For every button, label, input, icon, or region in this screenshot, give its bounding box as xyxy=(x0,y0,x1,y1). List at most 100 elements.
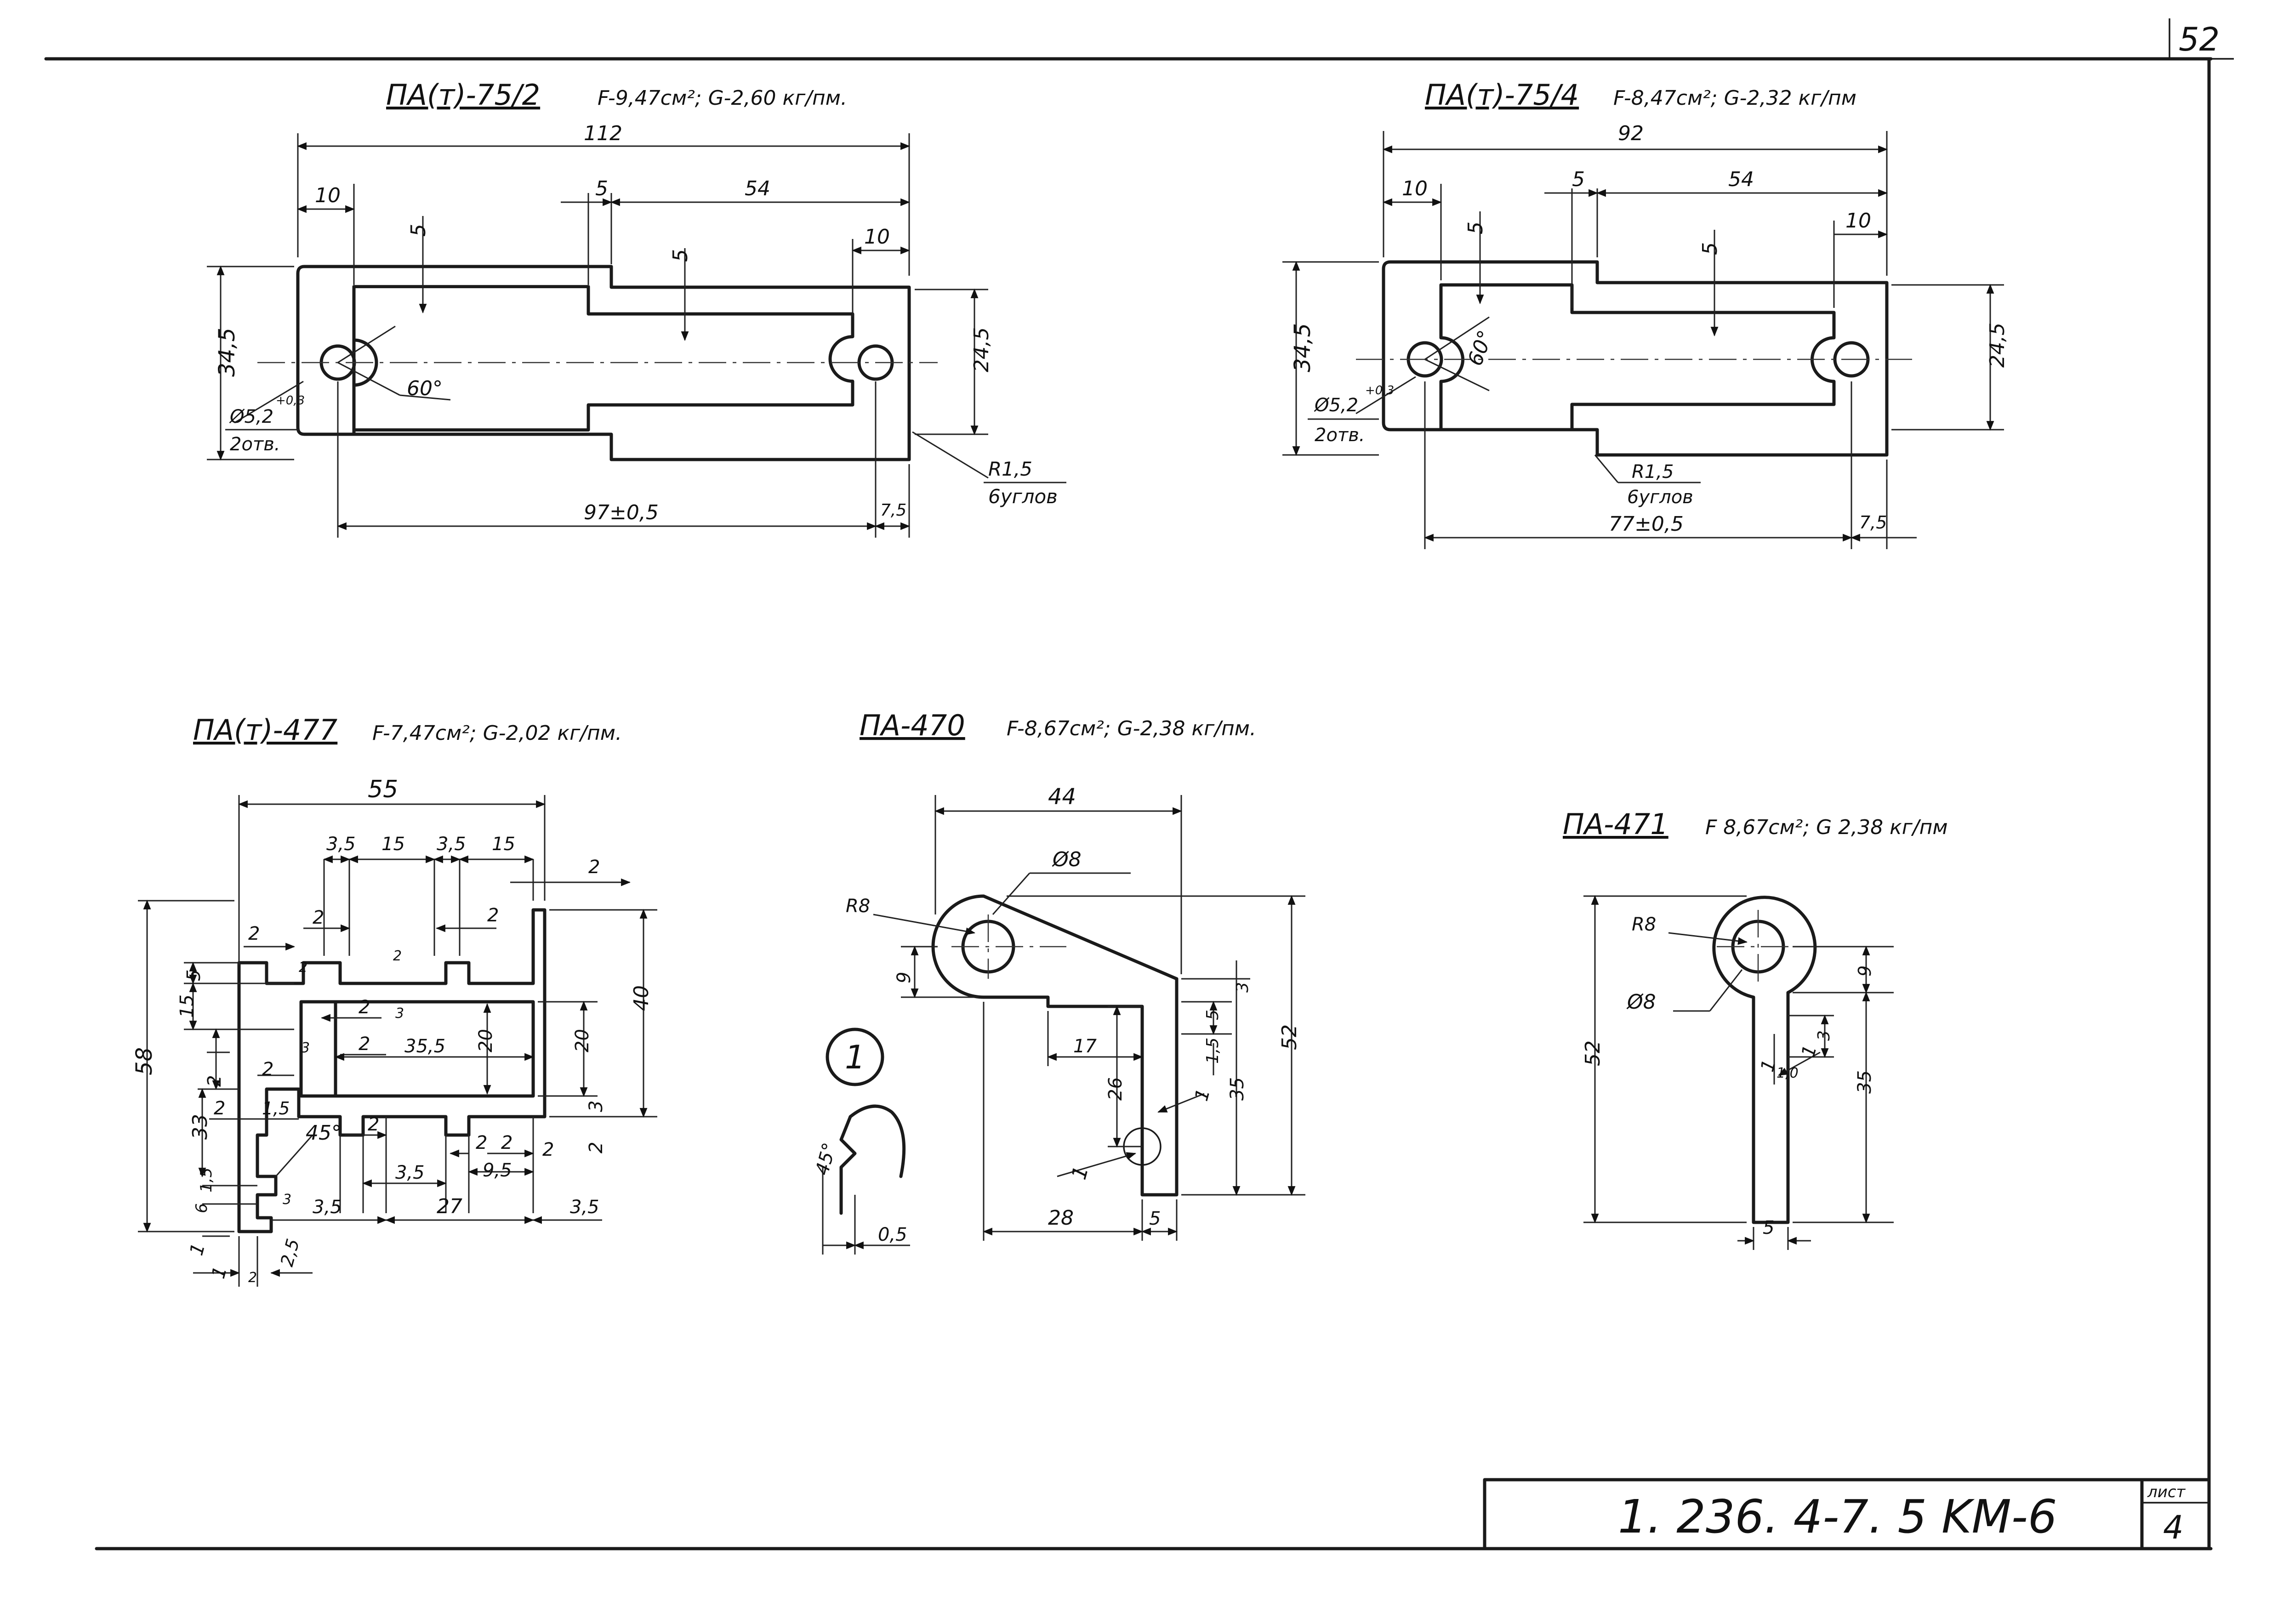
svg-text:5: 5 xyxy=(1763,1217,1774,1238)
svg-text:2: 2 xyxy=(542,1139,554,1160)
svg-text:3,5: 3,5 xyxy=(313,1197,342,1218)
svg-text:52: 52 xyxy=(1581,1040,1605,1066)
profile-pa-470: ПА-470 F-8,67см²; G-2,38 кг/пм. 44 R8 Ø8… xyxy=(812,709,1305,1255)
svg-text:55: 55 xyxy=(368,776,398,803)
svg-text:2отв.: 2отв. xyxy=(1315,425,1365,446)
svg-text:20: 20 xyxy=(572,1029,593,1052)
svg-text:2отв.: 2отв. xyxy=(230,434,280,455)
profile-pa-471: ПА-471 F 8,67см²; G 2,38 кг/пм R8 Ø8 52 … xyxy=(1563,807,1948,1250)
outer-contour xyxy=(1382,260,1889,457)
svg-text:17: 17 xyxy=(1073,1036,1097,1057)
svg-text:5: 5 xyxy=(407,224,430,237)
svg-text:2: 2 xyxy=(262,1059,273,1080)
profile-pa-477: ПА(т)-477 F-7,47см²; G-2,02 кг/пм. 55 3,… xyxy=(131,713,657,1287)
svg-text:1,0: 1,0 xyxy=(1777,1065,1799,1081)
profile-title: ПА-470 xyxy=(860,709,965,742)
svg-text:44: 44 xyxy=(1048,784,1076,810)
svg-text:+0,3: +0,3 xyxy=(276,394,305,408)
svg-text:5: 5 xyxy=(1203,1010,1222,1020)
svg-text:15: 15 xyxy=(382,834,405,855)
svg-text:5: 5 xyxy=(1572,168,1585,191)
svg-text:97±0,5: 97±0,5 xyxy=(584,501,659,524)
svg-text:2,5: 2,5 xyxy=(277,1237,303,1269)
svg-text:7,5: 7,5 xyxy=(1859,512,1887,533)
svg-text:Ø8: Ø8 xyxy=(1052,848,1082,871)
svg-text:2: 2 xyxy=(368,1114,379,1135)
svg-text:24,5: 24,5 xyxy=(970,327,993,372)
svg-text:9: 9 xyxy=(1855,965,1875,977)
svg-text:5: 5 xyxy=(595,177,608,200)
profile-title: ПА-471 xyxy=(1563,807,1668,841)
profile-properties: F-9,47см²; G-2,60 кг/пм. xyxy=(598,86,847,110)
svg-text:0,5: 0,5 xyxy=(878,1224,907,1245)
svg-text:R1,5: R1,5 xyxy=(988,458,1032,480)
svg-text:2: 2 xyxy=(359,1033,370,1055)
svg-text:92: 92 xyxy=(1618,122,1644,145)
svg-text:3: 3 xyxy=(283,1192,291,1208)
detail-callout: 1 0,5 45° xyxy=(812,1028,910,1255)
svg-text:34,5: 34,5 xyxy=(214,328,240,377)
svg-text:1: 1 xyxy=(845,1039,865,1076)
svg-text:27: 27 xyxy=(437,1195,462,1218)
svg-text:35,5: 35,5 xyxy=(404,1036,445,1057)
profile-pa-75-4: ПА(т)-75/4 F-8,47см²; G-2,32 кг/пм 92 10… xyxy=(1282,78,2009,549)
svg-text:1: 1 xyxy=(208,1264,231,1281)
svg-text:60°: 60° xyxy=(1463,327,1498,369)
svg-text:15: 15 xyxy=(492,834,515,855)
svg-text:2: 2 xyxy=(487,905,499,926)
profile-title: ПА(т)-75/2 xyxy=(386,78,540,112)
svg-text:5: 5 xyxy=(1149,1208,1161,1229)
svg-text:5: 5 xyxy=(183,970,205,981)
svg-text:35: 35 xyxy=(1227,1077,1248,1101)
svg-text:1: 1 xyxy=(186,1241,209,1258)
svg-text:54: 54 xyxy=(1728,168,1754,191)
svg-text:77±0,5: 77±0,5 xyxy=(1609,512,1684,536)
svg-text:2: 2 xyxy=(476,1132,487,1153)
svg-text:R1,5: R1,5 xyxy=(1632,461,1674,483)
svg-text:R8: R8 xyxy=(846,896,870,917)
svg-text:2: 2 xyxy=(204,1075,225,1087)
svg-text:10: 10 xyxy=(864,225,890,249)
svg-text:9: 9 xyxy=(894,972,915,983)
svg-text:2: 2 xyxy=(501,1132,512,1153)
svg-text:3,5: 3,5 xyxy=(395,1162,425,1183)
svg-text:33: 33 xyxy=(188,1114,212,1140)
profile-properties: F-7,47см²; G-2,02 кг/пм. xyxy=(372,721,622,745)
profile-properties: F-8,47см²; G-2,32 кг/пм xyxy=(1613,86,1856,110)
title-block xyxy=(1483,1478,2211,1550)
svg-text:1: 1 xyxy=(1191,1086,1214,1103)
svg-text:10: 10 xyxy=(1402,177,1428,200)
profile-properties: F 8,67см²; G 2,38 кг/пм xyxy=(1705,816,1948,839)
svg-text:26: 26 xyxy=(1105,1077,1126,1101)
svg-text:5: 5 xyxy=(1464,221,1487,234)
svg-text:3,5: 3,5 xyxy=(570,1197,599,1218)
svg-text:Ø5,2: Ø5,2 xyxy=(229,406,273,427)
svg-text:2: 2 xyxy=(299,960,307,976)
svg-text:112: 112 xyxy=(584,122,622,145)
svg-text:3: 3 xyxy=(395,1005,404,1022)
svg-text:R8: R8 xyxy=(1632,914,1656,935)
list-label: лист xyxy=(2147,1483,2186,1501)
svg-text:3: 3 xyxy=(1233,982,1252,993)
svg-text:58: 58 xyxy=(131,1047,157,1075)
corner-page-number: 52 xyxy=(2179,21,2220,58)
svg-text:6углов: 6углов xyxy=(1627,487,1693,508)
svg-text:1,5: 1,5 xyxy=(262,1098,290,1119)
svg-text:45°: 45° xyxy=(306,1121,342,1145)
svg-text:2: 2 xyxy=(393,948,402,964)
svg-text:2: 2 xyxy=(214,1098,225,1119)
svg-text:7,5: 7,5 xyxy=(880,501,906,520)
sheet-designation: 1. 236. 4-7. 5 KM-6 xyxy=(1618,1490,2057,1544)
svg-text:5: 5 xyxy=(669,249,692,262)
inner-contour xyxy=(352,285,854,432)
svg-text:34,5: 34,5 xyxy=(1290,323,1315,372)
svg-text:2: 2 xyxy=(313,907,324,928)
svg-text:6углов: 6углов xyxy=(988,485,1058,508)
svg-text:1,5: 1,5 xyxy=(1203,1038,1222,1064)
svg-text:60°: 60° xyxy=(407,377,443,400)
svg-text:3,5: 3,5 xyxy=(437,834,466,855)
list-number: 4 xyxy=(2163,1509,2184,1546)
svg-text:1: 1 xyxy=(1757,1057,1780,1074)
profile-outline xyxy=(931,894,1179,1197)
